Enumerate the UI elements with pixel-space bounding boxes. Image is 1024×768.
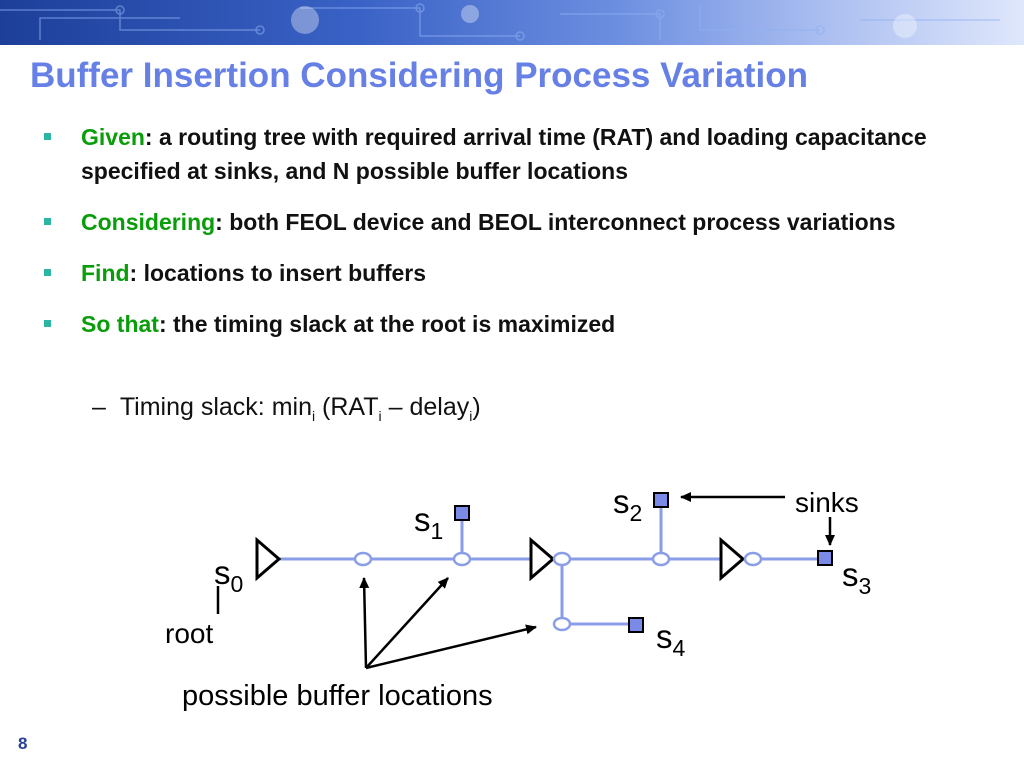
bullet-marker (44, 320, 51, 327)
bullet-text: : the timing slack at the root is maximi… (158, 311, 616, 337)
subscript: i (378, 408, 382, 424)
bullet-text: : a routing tree with required arrival t… (81, 124, 927, 184)
buffer-locations-label: possible buffer locations (182, 680, 493, 712)
sub-bullet-text: Timing slack: min (119, 393, 312, 421)
sub-bullet-timing-slack: – Timing slack: mini (RATi – delayi) (92, 393, 481, 424)
sub-bullet-dash: – (92, 393, 106, 421)
slide-title: Buffer Insertion Considering Process Var… (30, 56, 808, 95)
sub-bullet-text: – delay (381, 393, 470, 421)
buffer-location-circle (552, 616, 572, 632)
sink-node-s3 (817, 550, 833, 566)
subscript: i (311, 408, 316, 424)
node-label-s0: s0 (214, 554, 243, 597)
keyword-so-that: So that (81, 311, 159, 337)
buffer-root (255, 536, 282, 582)
bullet-marker (44, 218, 51, 225)
buffer-location-arrow (365, 624, 537, 670)
sub-bullet-text: (RAT (315, 393, 379, 421)
node-label-s3: s3 (842, 556, 871, 599)
circuit-pattern (0, 3, 1000, 41)
bullet-find: Find: locations to insert buffers (44, 256, 984, 290)
buffer-mid (529, 536, 556, 582)
subscript: i (469, 408, 473, 424)
buffer-location-circle (452, 551, 472, 567)
bullet-given: Given: a routing tree with required arri… (44, 120, 984, 188)
buffer-location-circle (743, 551, 763, 567)
sinks-label: sinks (795, 487, 859, 518)
bullet-list: Given: a routing tree with required arri… (44, 120, 984, 358)
bullet-text: : locations to insert buffers (129, 260, 427, 286)
node-label-s2: s2 (613, 483, 642, 526)
sink-node-s1 (454, 505, 470, 521)
root-label: root (165, 618, 213, 649)
bullet-considering: Considering: both FEOL device and BEOL i… (44, 205, 984, 239)
buffer-location-arrow (359, 577, 370, 669)
bullet-text: : both FEOL device and BEOL interconnect… (215, 209, 896, 235)
bullet-so-that: So that: the timing slack at the root is… (44, 307, 984, 341)
buffer-location-circle (651, 551, 671, 567)
page-number: 8 (18, 734, 28, 753)
buffer-right (719, 536, 746, 582)
sub-bullet-text: ) (472, 393, 481, 421)
bullet-marker (44, 269, 51, 276)
keyword-considering: Considering (81, 209, 216, 235)
buffer-location-circle (552, 551, 572, 567)
sink-node-s4 (628, 617, 644, 633)
keyword-find: Find (81, 260, 130, 286)
node-label-s1: s1 (414, 501, 443, 544)
bullet-marker (44, 133, 51, 140)
node-label-s4: s4 (656, 618, 686, 661)
buffer-location-circle (353, 551, 373, 567)
keyword-given: Given (81, 124, 145, 150)
buffer-location-arrow (365, 577, 449, 669)
routing-tree-diagram: s0 s1 s2 s3 s4 sinks root possible buffe… (165, 483, 871, 712)
sink-node-s2 (653, 492, 669, 508)
header-banner (0, 0, 1024, 45)
